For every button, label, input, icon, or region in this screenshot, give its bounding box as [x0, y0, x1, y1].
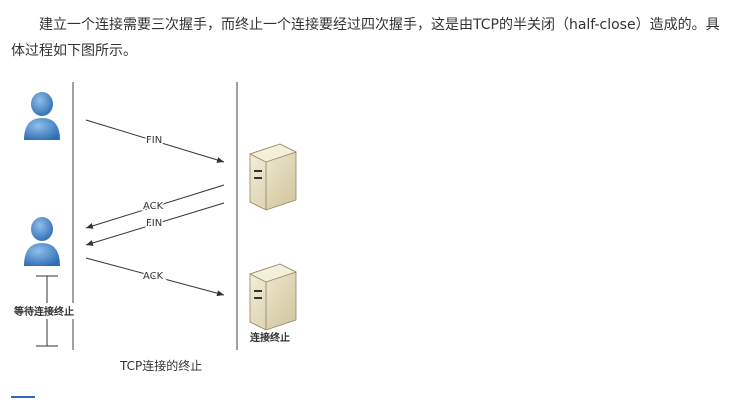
server-icon: [250, 264, 296, 330]
client-wait-label: 等待连接终止: [14, 305, 74, 318]
ack-label-1: ACK: [143, 201, 164, 212]
intro-paragraph: 建立一个连接需要三次握手，而终止一个连接要经过四次握手，这是由TCP的半关闭（h…: [11, 12, 733, 64]
fin-label-2: FIN: [146, 218, 162, 229]
intro-paragraph-text: 建立一个连接需要三次握手，而终止一个连接要经过四次握手，这是由TCP的半关闭（h…: [11, 17, 720, 59]
person-icon: [24, 217, 60, 266]
server-icon: [250, 144, 296, 210]
figure-caption: TCP连接的终止: [120, 357, 202, 374]
link-underline[interactable]: [11, 396, 35, 398]
server-end-label: 连接终止: [250, 331, 290, 344]
person-icon: [24, 92, 60, 140]
fin-label-1: FIN: [146, 135, 162, 146]
ack-label-2: ACK: [143, 271, 164, 282]
tcp-termination-diagram: FIN ACK FIN ACK 等待连接终止 连接终止: [14, 82, 314, 350]
